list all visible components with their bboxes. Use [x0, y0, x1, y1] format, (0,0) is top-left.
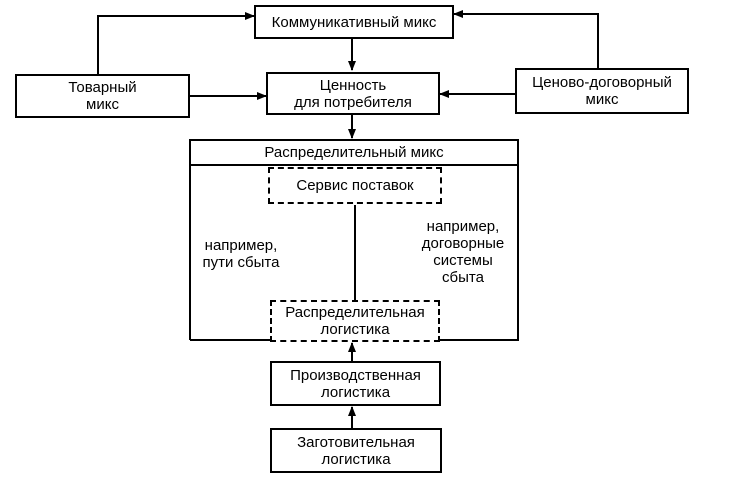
annotation-right-example: например, договорные системы сбыта	[421, 218, 505, 286]
node-production-logistics-label: Производственная логистика	[290, 366, 421, 401]
node-communicative-mix-label: Коммуникативный микс	[271, 13, 437, 31]
node-customer-value-label: Ценность для потребителя	[294, 76, 412, 111]
node-production-logistics: Производственная логистика	[270, 361, 441, 406]
node-distribution-mix-label: Распределительный микс	[264, 144, 444, 161]
node-distribution-mix-title: Распределительный микс	[190, 144, 518, 161]
node-price-contract-mix: Ценово-договорный микс	[515, 68, 689, 114]
node-customer-value: Ценность для потребителя	[266, 72, 440, 115]
annotation-left-example: например, пути сбыта	[202, 237, 280, 271]
node-procurement-logistics-label: Заготовительная логистика	[297, 433, 415, 468]
node-communicative-mix: Коммуникативный микс	[254, 5, 454, 39]
node-distribution-logistics: Распределительная логистика	[270, 300, 440, 342]
distribution-mix-frame	[189, 139, 519, 341]
node-product-mix: Товарный микс	[15, 74, 190, 118]
edge-product-to-communicative	[97, 12, 255, 78]
edge-price-to-communicative	[453, 10, 599, 70]
node-procurement-logistics: Заготовительная логистика	[270, 428, 442, 473]
node-product-mix-label: Товарный микс	[68, 79, 137, 113]
node-delivery-service: Сервис поставок	[268, 167, 442, 204]
node-price-contract-mix-label: Ценово-договорный микс	[532, 74, 672, 108]
node-delivery-service-label: Сервис поставок	[296, 177, 414, 194]
node-distribution-logistics-label: Распределительная логистика	[285, 304, 425, 338]
